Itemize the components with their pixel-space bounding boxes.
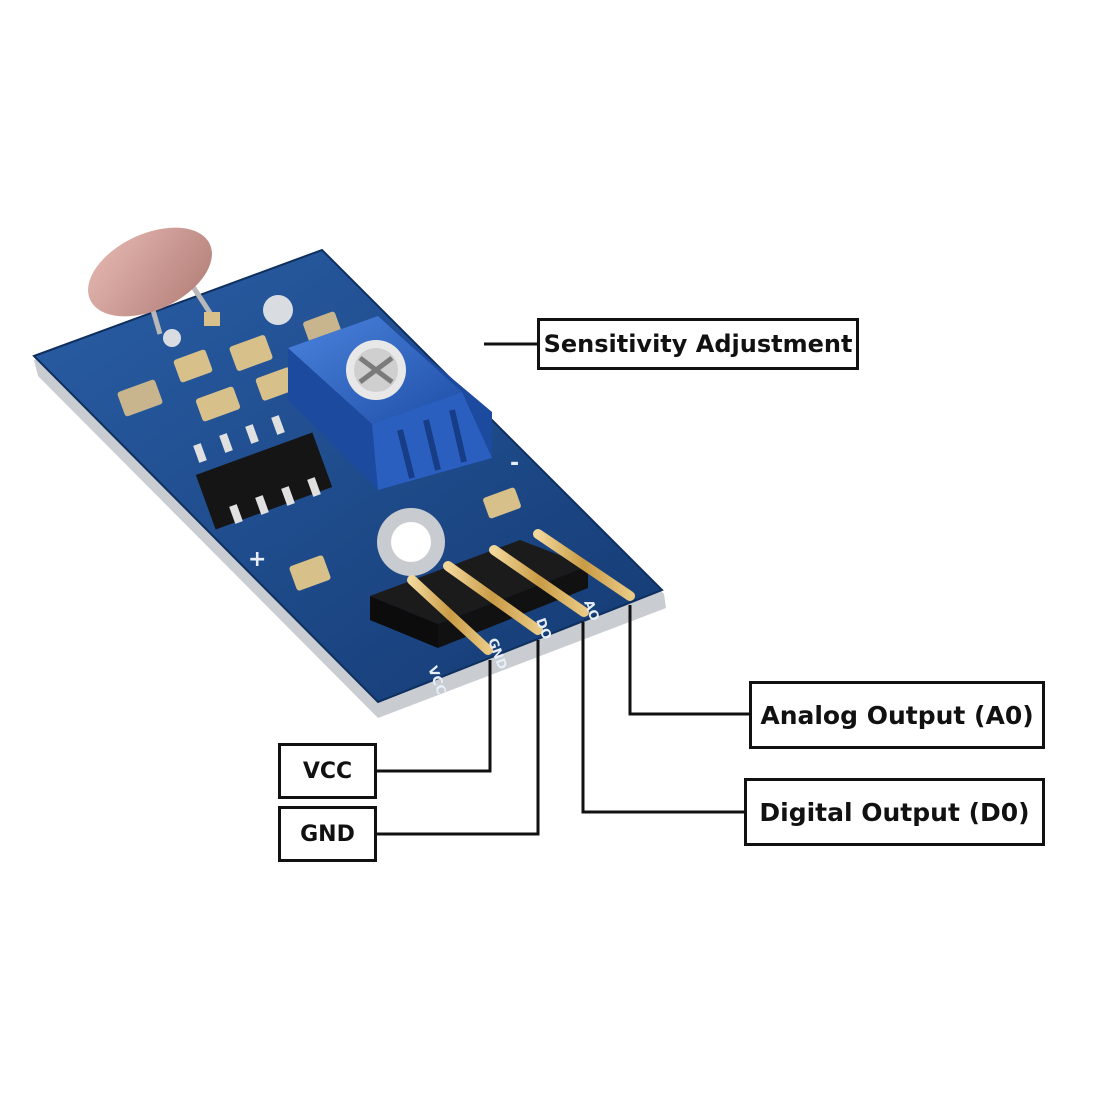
leader-lines <box>377 342 749 836</box>
gnd-text: GND <box>300 821 355 847</box>
smd-components <box>117 311 521 591</box>
digital-output-text: Digital Output (D0) <box>759 797 1030 827</box>
silk-plus: + <box>248 547 266 572</box>
silk-ao: AO <box>580 598 601 623</box>
analog-output-text: Analog Output (A0) <box>760 700 1034 730</box>
sensitivity-adjustment-text: Sensitivity Adjustment <box>543 330 853 358</box>
ldr-sensor <box>88 227 220 347</box>
vcc-text: VCC <box>302 758 353 784</box>
potentiometer <box>288 316 492 490</box>
analog-output-label: Analog Output (A0) <box>749 681 1045 749</box>
leader-analog <box>628 605 749 716</box>
silk-minus: - <box>510 451 519 476</box>
silk-do: DO <box>532 616 554 642</box>
leader-digital <box>581 622 744 814</box>
sensitivity-adjustment-label: Sensitivity Adjustment <box>537 318 859 370</box>
digital-output-label: Digital Output (D0) <box>744 778 1045 846</box>
mounting-hole-center <box>391 522 431 562</box>
mounting-hole-top <box>263 295 293 325</box>
leader-gnd <box>377 640 540 836</box>
gnd-label: GND <box>278 806 377 862</box>
header-pins <box>407 529 635 655</box>
vcc-label: VCC <box>278 743 377 799</box>
leader-vcc <box>377 660 492 773</box>
ic-chip <box>193 415 333 530</box>
